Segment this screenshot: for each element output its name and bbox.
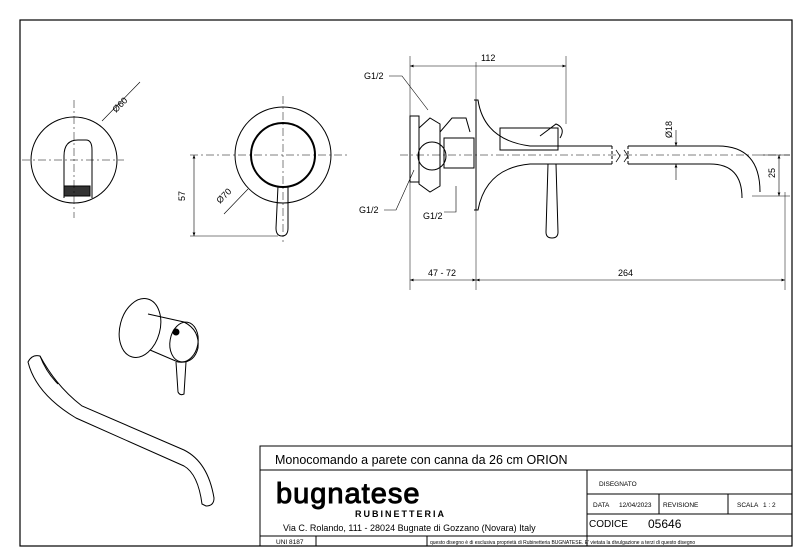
label-g12-top: G1/2 [364,71,384,81]
dim-diameter-18: Ø18 [664,121,674,138]
dim-height-57: 57 [177,191,187,201]
scala-value: 1 : 2 [763,502,776,509]
dim-diameter-60: Ø60 [110,95,129,114]
codice-value: 05646 [648,517,682,531]
data-value: 12/04/2023 [619,502,652,509]
label-g12-bottom: G1/2 [423,211,443,221]
company-address: Via C. Rolando, 111 - 28024 Bugnate di G… [283,523,536,533]
dim-length-264: 264 [618,268,633,278]
brand-logo: bugnatese [276,478,420,510]
brand-subtitle: RUBINETTERIA [355,509,446,519]
data-label: DATA [593,502,610,509]
end-view-spout [22,81,141,218]
product-title: Monocomando a parete con canna da 26 cm … [275,453,568,467]
title-block [259,445,793,547]
front-view-lever [190,96,350,242]
disegnato-label: DISEGNATO [599,481,637,488]
dim-drop-25: 25 [767,168,777,178]
dim-diameter-70: Ø70 [214,186,233,205]
dim-width-112: 112 [481,53,495,63]
dim-range-47-72: 47 - 72 [428,268,456,278]
side-elevation [384,56,790,290]
ownership-disclaimer: questo disegno è di esclusiva proprietà … [430,540,695,546]
isometric-view [27,298,215,507]
scala-label: SCALA [737,502,759,509]
codice-label: CODICE [589,519,628,530]
sheet-border [19,19,793,547]
uni-standard: UNI 8187 [276,539,304,546]
revisione-label: REVISIONE [663,502,699,509]
label-g12-left: G1/2 [359,205,379,215]
